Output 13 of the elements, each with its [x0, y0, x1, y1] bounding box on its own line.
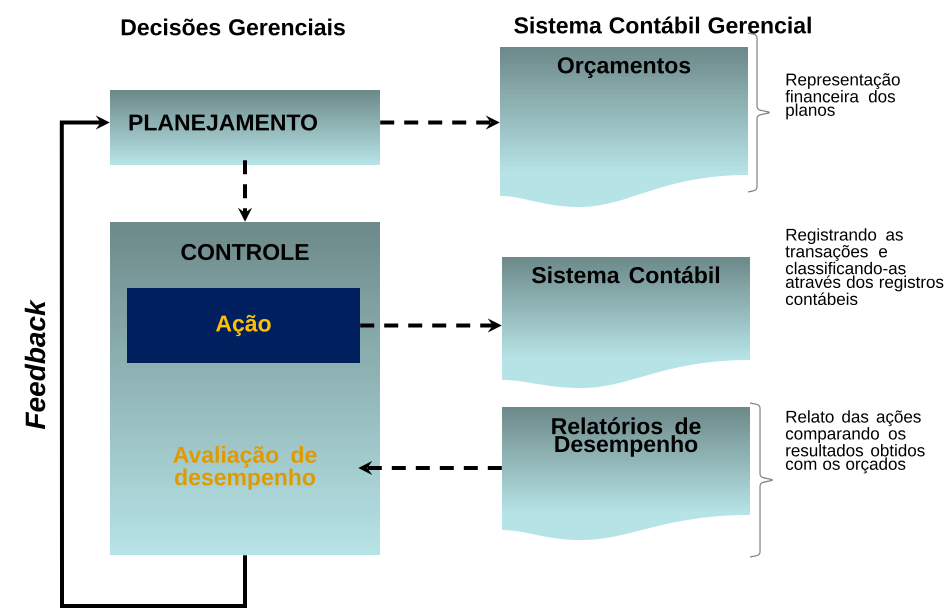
node-label: Orçamentos [558, 57, 690, 78]
node-text: Avaliação de desempenho [173, 446, 317, 490]
annotation-text: Registrando as transações e classificando-as através dos registros contábeis [785, 228, 944, 306]
annotation-text: Representação financeira dos planos [785, 73, 900, 120]
edge-label: Feedback [24, 299, 46, 430]
node-label: Relatórios de Desempenho [552, 417, 701, 457]
arrow [60, 115, 247, 608]
heading: Decisões Gerenciais [122, 18, 345, 36]
node-label: Sistema Contábil [532, 266, 720, 284]
node-label: PLANEJAMENTO [130, 114, 318, 131]
process-box: PLANEJAMENTO [110, 90, 380, 165]
annotation-text: Relato das ações comparando os resultados obtidos com os orçados [786, 410, 925, 474]
action-box: Ação [127, 288, 360, 363]
